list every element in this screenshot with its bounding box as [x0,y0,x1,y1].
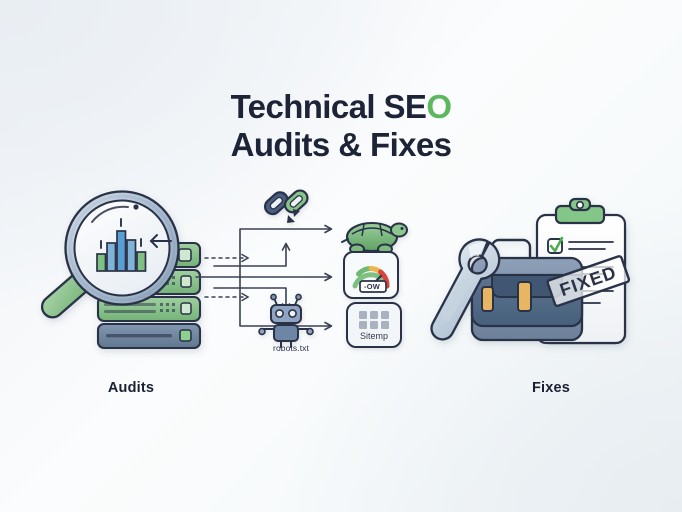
sitemap-label: Sitemp [359,331,388,341]
speedometer-icon [343,251,399,299]
title-line-1: Technical SEO [0,88,682,126]
connector-arrows-middle [195,224,333,331]
wrench-icon [430,238,501,341]
broken-link-icon [263,189,309,223]
server-rack-icon [96,241,202,350]
robot-icon [258,293,314,348]
title-line-1-text: Technical SE [230,88,427,125]
magnifier-handle [40,264,100,319]
magnifying-glass-icon [64,190,180,306]
page-title: Technical SEO Audits & Fixes [0,88,682,163]
bar-chart-icon [96,218,147,272]
page-speed-label: -OW [364,282,381,291]
svg-text:FIXED: FIXED [557,262,619,300]
toolbox-icon [470,238,584,342]
fixes-illustration: FIXED [430,197,631,345]
title-accent-letter: O [426,88,452,125]
audits-illustration [40,190,202,350]
audits-caption: Audits [107,380,155,396]
fixes-caption: Fixes [531,380,571,396]
title-line-2: Audits & Fixes [230,125,452,163]
clipboard-checklist-icon [535,197,627,345]
turtle-icon [341,221,408,255]
robots-txt-label: robots.txt [273,343,309,353]
fixed-stamp: FIXED [546,255,631,308]
connector-arrows-left [204,253,250,302]
lens-arrow-icon [149,234,172,248]
